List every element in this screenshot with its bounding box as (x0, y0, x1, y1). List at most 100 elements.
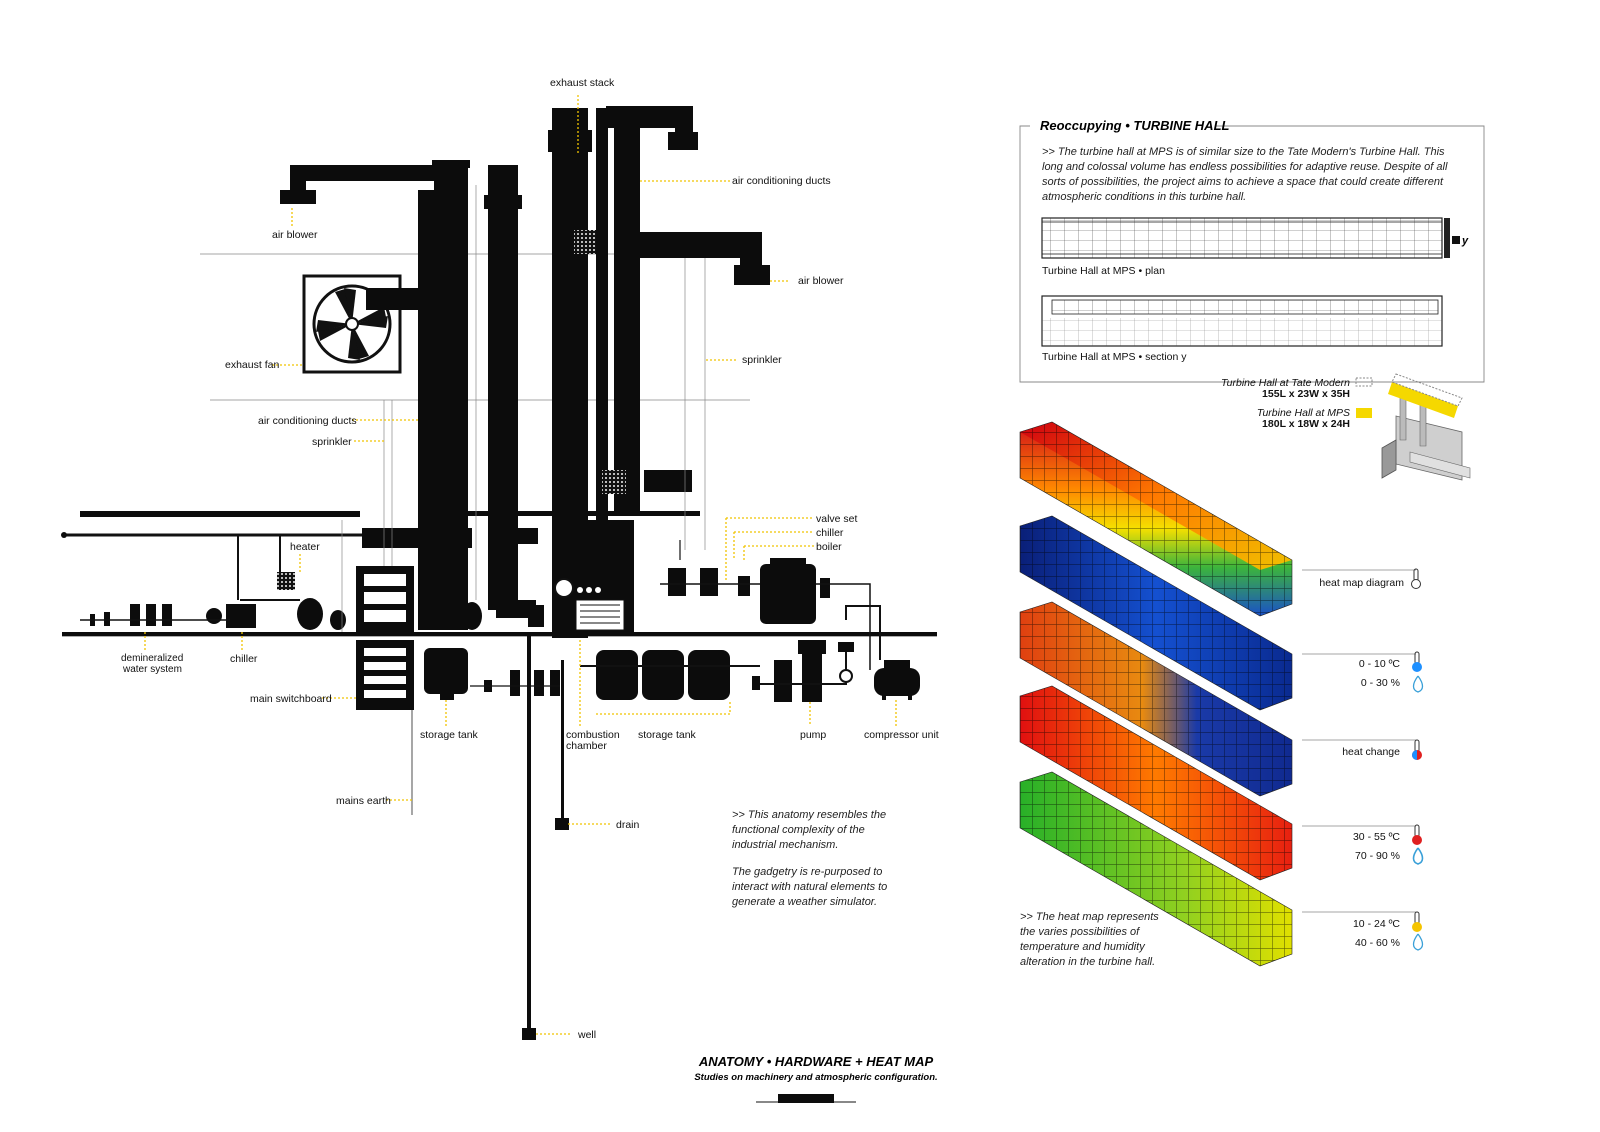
duct (620, 232, 752, 258)
tate-dims: 155L x 23W x 35H (1262, 388, 1350, 400)
label-sprinkler-right: sprinkler (742, 354, 782, 366)
label-main-switchboard: main switchboard (250, 693, 332, 705)
label-exhaust-stack: exhaust stack (550, 77, 615, 89)
panel-heading: Reoccupying • TURBINE HALL (1040, 118, 1230, 133)
heat-block-2 (1019, 515, 1293, 711)
duct-elbow (644, 470, 692, 492)
heat-block-4 (1019, 685, 1293, 881)
heat-block-3 (1019, 601, 1293, 797)
tate-name: Turbine Hall at Tate Modern (1221, 377, 1350, 389)
legend-heat-map-diagram: heat map diagram (1319, 577, 1404, 589)
footer-title: ANATOMY • HARDWARE + HEAT MAP (698, 1054, 934, 1069)
upper-platform (80, 511, 360, 517)
label-compressor-unit: compressor unit (864, 729, 939, 741)
duct (362, 528, 472, 548)
label-chiller-right: chiller (816, 527, 844, 539)
label-well: well (577, 1029, 596, 1041)
well-pipe (527, 636, 531, 1036)
label-storage-tank-left: storage tank (420, 729, 479, 741)
label-ac-ducts-top: air conditioning ducts (732, 175, 831, 187)
fan-duct (366, 288, 440, 310)
panel-frame (1019, 125, 1485, 383)
thermometer-mild-icon (1412, 911, 1422, 932)
plan-caption: Turbine Hall at MPS • plan (1042, 265, 1165, 277)
leader-lines (144, 95, 897, 1035)
turbine-hall-panel: Reoccupying • TURBINE HALL y Turbine Hal… (1019, 118, 1485, 481)
air-blower-top (668, 132, 698, 150)
legend-hot-temp: 30 - 55 ºC (1353, 831, 1400, 843)
section-caption: Turbine Hall at MPS • section y (1042, 351, 1187, 363)
mps-volume (1388, 382, 1458, 418)
label-air-blower-right: air blower (798, 275, 844, 287)
label-heater: heater (290, 541, 320, 553)
legend-mild-temp: 10 - 24 ºC (1353, 918, 1400, 930)
label-valve-set: valve set (816, 513, 858, 525)
label-air-blower-left: air blower (272, 229, 318, 241)
label-demineralized-1: demineralized (121, 653, 183, 664)
heater (277, 572, 295, 590)
boiler (760, 564, 816, 624)
legend-hot-humidity: 70 - 90 % (1355, 850, 1400, 862)
duct-riser (614, 116, 640, 516)
anatomy-note-line-2: The gadgetry is re-purposed to interact … (732, 866, 888, 908)
legend-heat-change: heat change (1342, 746, 1400, 758)
turbine-intro-text: >> The turbine hall at MPS is of similar… (1042, 146, 1448, 203)
floor-slab (62, 632, 937, 636)
humidity-drop-icon (1412, 933, 1424, 951)
label-drain: drain (616, 819, 640, 831)
label-mains-earth: mains earth (336, 795, 391, 807)
heat-block-1 (1019, 421, 1293, 617)
heat-map-note: >> The heat map represents the varies po… (1020, 911, 1159, 968)
label-boiler: boiler (816, 541, 842, 553)
legend-cold-humidity: 0 - 30 % (1361, 677, 1400, 689)
tate-swatch (1355, 377, 1373, 387)
label-storage-tank-right: storage tank (638, 729, 697, 741)
footer: ANATOMY • HARDWARE + HEAT MAP Studies on… (694, 1054, 938, 1103)
legend-mild-humidity: 40 - 60 % (1355, 937, 1400, 949)
label-exhaust-fan: exhaust fan (225, 359, 279, 371)
air-blower-left (280, 190, 316, 204)
air-blower-right (734, 265, 770, 285)
vent-grille (602, 470, 626, 494)
footer-bar (778, 1094, 834, 1103)
label-pump: pump (800, 729, 826, 741)
thermometer-outline-icon (1411, 568, 1421, 589)
compressor-unit (874, 668, 920, 696)
demineralized-water-system (90, 604, 172, 626)
label-sprinkler-left: sprinkler (312, 436, 352, 448)
plan-drawing (1041, 217, 1443, 259)
label-ac-ducts-mid: air conditioning ducts (258, 415, 357, 427)
thermometer-change-icon (1412, 739, 1422, 760)
heat-map: heat map diagram 0 - 10 ºC 0 - 30 % heat… (1019, 421, 1424, 967)
pump (774, 660, 792, 702)
label-combustion-1: combustion (566, 729, 620, 741)
anatomy-note: >> This anatomy resembles the functional… (732, 808, 902, 922)
machinery-diagram (61, 106, 937, 1040)
duct (290, 165, 450, 181)
mps-swatch (1356, 408, 1372, 418)
label-demineralized-2: water system (122, 664, 182, 675)
chiller-left (226, 604, 256, 628)
humidity-drop-icon (1412, 847, 1424, 865)
anatomy-note-line-1: >> This anatomy resembles the functional… (732, 809, 887, 851)
valve-set (668, 568, 686, 596)
tank (297, 598, 323, 630)
machinery-labels: exhaust stack air conditioning ducts air… (121, 77, 939, 1041)
mps-name: Turbine Hall at MPS (1257, 407, 1350, 419)
heat-block-5 (1019, 771, 1293, 967)
thermometer-hot-icon (1412, 824, 1422, 845)
heat-legend: heat map diagram 0 - 10 ºC 0 - 30 % heat… (1302, 568, 1424, 951)
storage-tank-left (424, 648, 468, 694)
vent-grille (574, 230, 596, 254)
section-marker: y (1461, 235, 1469, 247)
thermometer-cold-icon (1412, 651, 1422, 672)
drain-pipe (561, 660, 564, 820)
footer-subtitle: Studies on machinery and atmospheric con… (694, 1072, 937, 1083)
storage-tank-right (596, 650, 638, 700)
legend-cold-temp: 0 - 10 ºC (1359, 658, 1401, 670)
mps-dims: 180L x 18W x 24H (1262, 418, 1350, 430)
label-chiller-left: chiller (230, 653, 258, 665)
humidity-drop-icon (1412, 675, 1424, 693)
comparison-axonometric (1381, 373, 1471, 481)
